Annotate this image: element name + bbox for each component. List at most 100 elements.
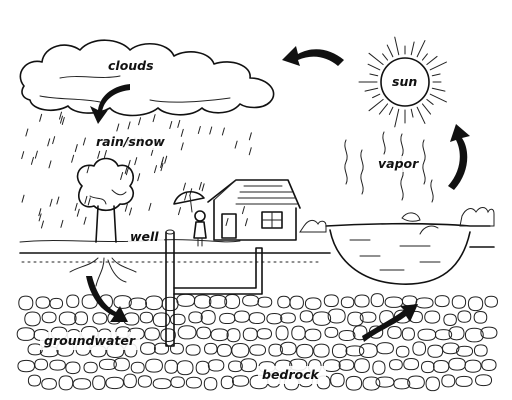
rock [403, 358, 420, 371]
rock [375, 376, 395, 388]
rock [152, 312, 171, 328]
sun-ray [426, 55, 438, 66]
rock [185, 344, 201, 356]
rain-streak [86, 165, 90, 174]
rock [256, 328, 273, 340]
label-vapor: vapor [378, 156, 419, 171]
rock [242, 327, 258, 342]
rock [98, 358, 117, 370]
rock [456, 345, 474, 357]
rain-streak [71, 154, 75, 163]
rain-streak [76, 208, 80, 217]
sun-ray [386, 44, 394, 58]
rock [164, 359, 178, 374]
rock [358, 343, 378, 359]
rain-streak [182, 182, 186, 191]
rock [457, 310, 472, 323]
rock [347, 311, 364, 327]
arrow-groundwater-down-icon [86, 276, 128, 322]
rock [41, 377, 57, 390]
rock [240, 358, 257, 373]
rock [113, 295, 132, 309]
sun-ray [367, 63, 381, 71]
rock [193, 294, 212, 309]
rain-streak [152, 114, 156, 123]
ground-surface [19, 239, 495, 263]
rock [66, 294, 80, 308]
rock [17, 359, 36, 373]
sun-ray [431, 87, 446, 92]
rock [352, 325, 368, 341]
rock [327, 308, 346, 324]
rain-streak [38, 208, 42, 217]
rain-streak [83, 216, 87, 225]
rain-streak [47, 138, 51, 147]
rain-streak [120, 172, 124, 181]
rain-streak [74, 202, 78, 211]
rock [387, 326, 402, 339]
rock [442, 342, 460, 355]
rain-streak [241, 206, 245, 215]
rock [289, 295, 304, 310]
rain-streak [48, 160, 52, 169]
rain-streak [34, 150, 38, 159]
sun-ray [426, 98, 434, 105]
rain-streak [87, 197, 91, 206]
rock [204, 342, 218, 355]
sun-ray [368, 98, 384, 112]
rock [362, 376, 381, 391]
rock [299, 310, 314, 323]
rock [219, 312, 236, 325]
rock [188, 311, 203, 324]
house [207, 179, 301, 241]
rock [123, 312, 140, 326]
rain-streak [59, 111, 62, 120]
rock [464, 327, 484, 343]
rock [231, 343, 250, 358]
sun-ray [394, 36, 400, 56]
rock [195, 360, 210, 375]
rock [376, 342, 394, 355]
rock [421, 360, 435, 374]
sun-icon [358, 36, 447, 128]
sun-ray [416, 40, 426, 58]
arrow-vapor-up-icon [448, 124, 470, 190]
rock [280, 312, 296, 324]
rain-streak [124, 203, 128, 212]
rock [338, 329, 356, 341]
rock [370, 293, 385, 308]
rock [233, 310, 250, 323]
rock [291, 325, 306, 341]
rock [296, 343, 314, 359]
rain-streak [52, 136, 56, 145]
lake [325, 212, 491, 285]
rock [152, 378, 172, 390]
rain-streak [180, 128, 184, 137]
rock [434, 295, 450, 308]
rain-streak [148, 202, 152, 211]
rock [451, 295, 467, 309]
rock [144, 327, 160, 341]
rain-streak [84, 195, 88, 204]
rock [277, 295, 291, 309]
rock [441, 374, 456, 388]
rock [200, 309, 216, 325]
rain-streak [49, 198, 53, 207]
rain-streak [137, 173, 141, 182]
sun-ray [416, 106, 426, 124]
rock [65, 361, 81, 375]
sun-ray [421, 53, 428, 61]
sun-ray [394, 108, 400, 128]
rain-streak [225, 218, 229, 227]
rock [345, 345, 365, 357]
rain-streak [30, 156, 34, 165]
rock [231, 375, 250, 387]
rock [331, 343, 348, 359]
rock [448, 357, 466, 371]
rock [207, 359, 225, 372]
rain-streak [134, 157, 138, 166]
rock [145, 295, 163, 311]
rock [145, 358, 163, 373]
rain-streak [248, 132, 252, 141]
